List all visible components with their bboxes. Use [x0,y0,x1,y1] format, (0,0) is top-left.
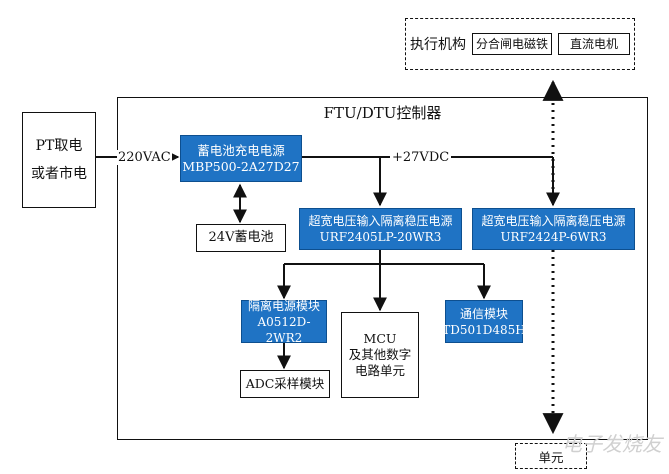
dcdc-2-name: 超宽电压输入隔离稳压电源 [481,214,626,228]
comm-name: 通信模块 [459,306,508,321]
dc-bus-label: +27VDC [390,150,452,165]
mcu-line-2: 及其他数字 [348,347,412,362]
iso-module-name: 隔离电源模块 [247,298,320,313]
comm-model: TD501D485H [442,322,526,337]
adc-sampling-box: ADC采样模块 [240,370,330,398]
ac-input-label: 220VAC [117,150,172,165]
controller-title: FTU/DTU控制器 [323,104,442,122]
mcu-line-1: MCU [363,331,397,346]
battery-box: 24V蓄电池 [196,224,286,252]
communication-module: 通信模块 TD501D485H [442,300,526,343]
executor-title: 执行机构 [410,37,466,53]
charger-module: 蓄电池充电电源 MBP500-2A27D27 [180,135,302,182]
dcdc-module-2: 超宽电压输入隔离稳压电源 URF2424P-6WR3 [472,208,635,250]
watermark: 电子发烧友 [562,432,662,456]
iso-module-model: A0512D-2WR2 [257,314,311,345]
pt-source-box: PT取电 或者市电 [22,112,96,208]
dcdc-2-model: URF2424P-6WR3 [500,230,607,244]
executor-item-solenoid: 分合闸电磁铁 [472,33,552,55]
charger-model: MBP500-2A27D27 [182,158,300,174]
dcdc-module-1: 超宽电压输入隔离稳压电源 URF2405LP-20WR3 [299,208,462,250]
dcdc-1-name: 超宽电压输入隔离稳压电源 [308,214,453,228]
mcu-line-3: 电路单元 [354,363,405,378]
mcu-box: MCU 及其他数字 电路单元 [341,312,419,398]
pt-source-line-1: PT取电 [35,138,83,154]
executor-box: 执行机构 分合闸电磁铁 直流电机 [405,18,635,70]
bottom-unit-box: 单元 [515,443,587,469]
charger-name: 蓄电池充电电源 [197,142,285,158]
isolation-power-module: 隔离电源模块 A0512D-2WR2 [241,298,327,345]
controller-frame: FTU/DTU控制器 [117,97,648,440]
dcdc-1-model: URF2405LP-20WR3 [319,230,442,244]
executor-item-dc-motor: 直流电机 [558,33,630,55]
pt-source-line-2: 或者市电 [31,166,87,182]
